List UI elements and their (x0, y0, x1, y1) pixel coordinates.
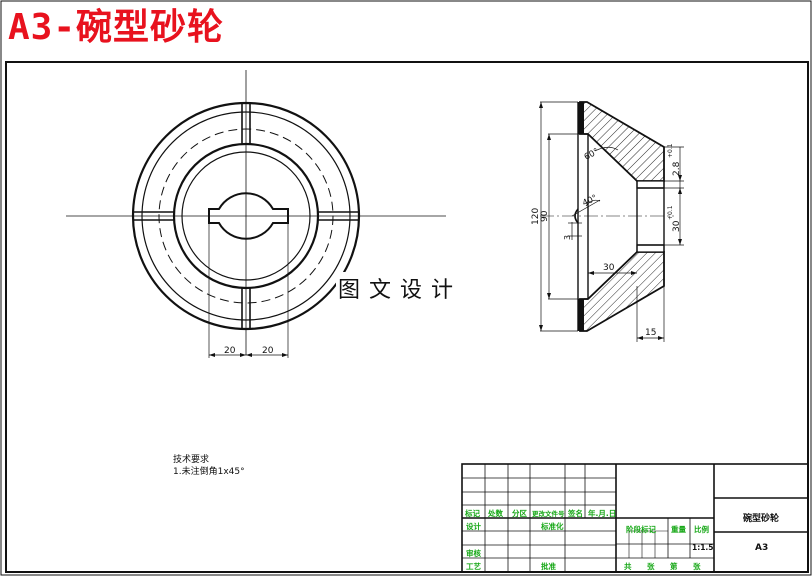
tb-sheet-info: 共 张 第 张 (624, 562, 705, 571)
notes-item-1: 1.未注倒角1x45° (173, 467, 245, 477)
dim-90: 90 (540, 210, 550, 222)
drawing-title: A3-碗型砂轮 (8, 7, 225, 48)
dim-15: 15 (645, 328, 656, 338)
tb-label-mark: 标记 (465, 509, 480, 518)
section-view: 120 90 3 30 60° 40° 2.8 +0.1 30 (531, 101, 684, 342)
dim-2-8: 2.8 (672, 161, 682, 176)
tb-label-design: 设计 (466, 522, 481, 531)
tb-label-standardize: 标准化 (541, 522, 564, 531)
tb-label-zone: 分区 (512, 509, 527, 518)
tb-part-name: 碗型砂轮 (743, 514, 780, 524)
tb-label-stage: 阶段标记 (626, 525, 656, 534)
tb-label-count: 处数 (488, 509, 503, 518)
dim-120: 120 (531, 208, 541, 225)
dim-60deg: 60° (583, 147, 601, 163)
tb-label-weight: 重量 (671, 525, 686, 534)
tb-label-change-doc: 更改文件号 (532, 510, 565, 518)
dim-3: 3 (563, 235, 572, 240)
title-block (461, 463, 809, 573)
dim-30-right-tol: +0.1 (667, 205, 674, 220)
dim-40deg: 40° (581, 193, 599, 208)
tb-label-ratio: 比例 (694, 525, 709, 534)
tb-label-sign: 签名 (568, 509, 583, 518)
tb-drawing-no: A3 (755, 543, 769, 553)
dim-30-inner: 30 (603, 263, 615, 273)
notes-heading: 技术要求 (173, 455, 210, 465)
front-view: 20 20 (66, 70, 446, 358)
tb-label-approve: 批准 (541, 562, 556, 571)
watermark-text: 图文设计 (336, 272, 465, 304)
tb-label-process: 工艺 (466, 562, 481, 571)
drawing-frame (5, 61, 809, 573)
tb-scale-value: 1:1.5 (692, 543, 714, 552)
dim-30-right: 30 (672, 220, 682, 232)
technical-notes: 技术要求 1.未注倒角1x45° (173, 454, 245, 478)
dim-left-20: 20 (224, 346, 236, 356)
dim-right-20: 20 (262, 346, 274, 356)
tb-label-review: 审核 (466, 549, 481, 558)
tb-label-date: 年.月.日 (588, 509, 617, 518)
dim-2-8-tol: +0.1 (667, 143, 674, 158)
